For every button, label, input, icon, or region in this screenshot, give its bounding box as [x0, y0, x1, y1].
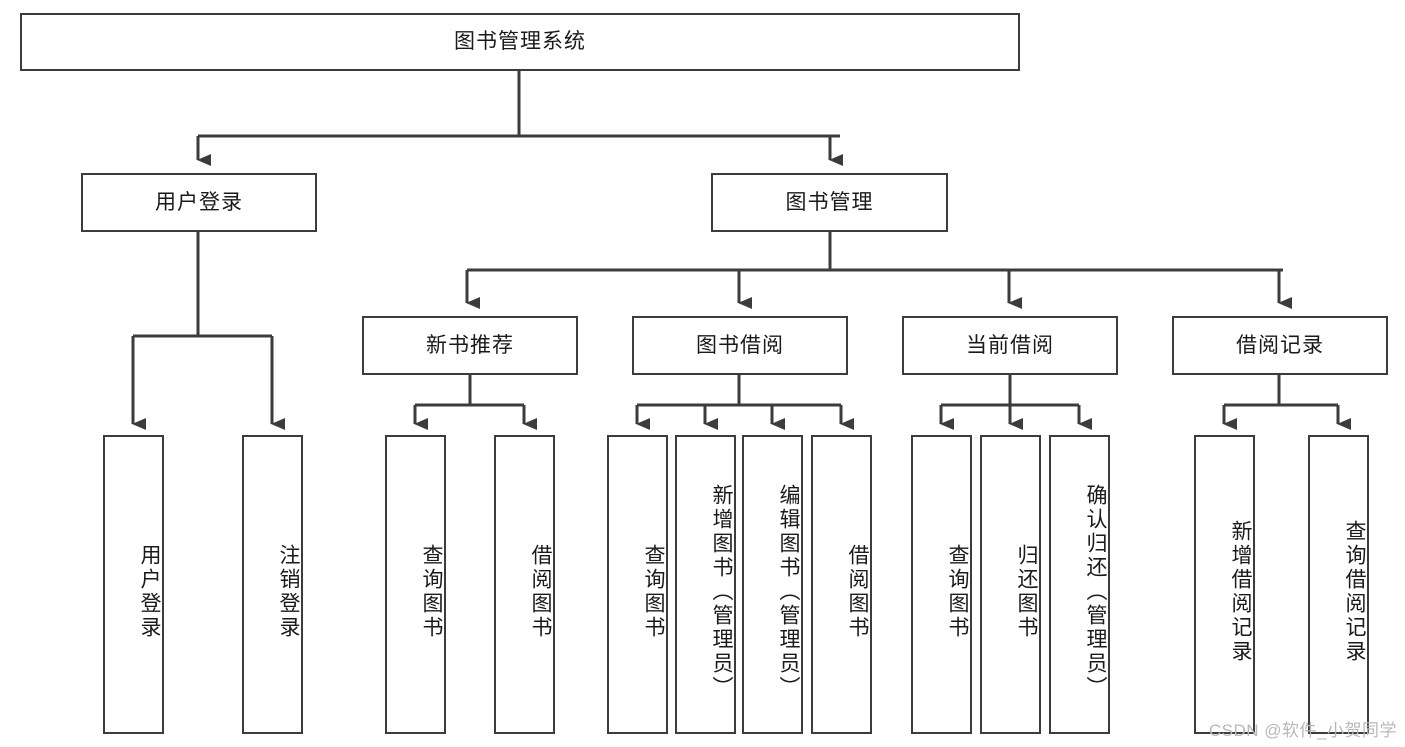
- node-borrow-record[interactable]: 借阅记录: [1172, 316, 1388, 375]
- node-root[interactable]: 图书管理系统: [20, 13, 1020, 71]
- node-leaf-query-record[interactable]: 查询借阅记录: [1308, 435, 1369, 734]
- node-leaf-user-login[interactable]: 用户登录: [103, 435, 164, 734]
- node-leaf-add-book[interactable]: 新增图书（管理员）: [675, 435, 736, 734]
- node-leaf-edit-book-label: 编辑图书（管理员）: [777, 483, 800, 700]
- node-leaf-query-book-2-label: 查询图书: [642, 543, 665, 640]
- node-leaf-borrow-book-1[interactable]: 借阅图书: [494, 435, 555, 734]
- node-leaf-return-book-label: 归还图书: [1015, 543, 1038, 640]
- node-user-login-label: 用户登录: [155, 190, 243, 214]
- node-book-management[interactable]: 图书管理: [711, 173, 948, 232]
- node-leaf-query-book-1-label: 查询图书: [420, 543, 443, 640]
- node-leaf-borrow-book-2-label: 借阅图书: [846, 543, 869, 640]
- node-leaf-logout-label: 注销登录: [277, 543, 300, 640]
- node-root-label: 图书管理系统: [454, 30, 586, 54]
- node-book-borrow[interactable]: 图书借阅: [632, 316, 848, 375]
- node-new-book-recommend[interactable]: 新书推荐: [362, 316, 578, 375]
- node-leaf-add-book-label: 新增图书（管理员）: [710, 483, 733, 700]
- node-leaf-user-login-label: 用户登录: [138, 543, 161, 640]
- node-leaf-borrow-book-1-label: 借阅图书: [529, 543, 552, 640]
- node-leaf-query-book-1[interactable]: 查询图书: [385, 435, 446, 734]
- node-leaf-confirm-return[interactable]: 确认归还（管理员）: [1049, 435, 1110, 734]
- node-book-management-label: 图书管理: [785, 190, 874, 214]
- node-leaf-query-book-3[interactable]: 查询图书: [911, 435, 972, 734]
- node-leaf-add-record-label: 新增借阅记录: [1229, 519, 1252, 664]
- node-current-borrow[interactable]: 当前借阅: [902, 316, 1118, 375]
- node-leaf-query-book-3-label: 查询图书: [946, 543, 969, 640]
- node-current-borrow-label: 当前借阅: [966, 333, 1054, 357]
- node-leaf-confirm-return-label: 确认归还（管理员）: [1084, 483, 1107, 700]
- node-new-book-recommend-label: 新书推荐: [426, 333, 514, 357]
- node-user-login[interactable]: 用户登录: [81, 173, 317, 232]
- node-leaf-logout[interactable]: 注销登录: [242, 435, 303, 734]
- node-leaf-return-book[interactable]: 归还图书: [980, 435, 1041, 734]
- node-leaf-query-book-2[interactable]: 查询图书: [607, 435, 668, 734]
- node-leaf-edit-book[interactable]: 编辑图书（管理员）: [742, 435, 803, 734]
- node-borrow-record-label: 借阅记录: [1236, 333, 1324, 357]
- watermark: CSDN @软件_小贺同学: [1208, 721, 1397, 740]
- node-leaf-add-record[interactable]: 新增借阅记录: [1194, 435, 1255, 734]
- node-leaf-query-record-label: 查询借阅记录: [1343, 519, 1366, 664]
- node-leaf-borrow-book-2[interactable]: 借阅图书: [811, 435, 872, 734]
- node-book-borrow-label: 图书借阅: [696, 333, 784, 357]
